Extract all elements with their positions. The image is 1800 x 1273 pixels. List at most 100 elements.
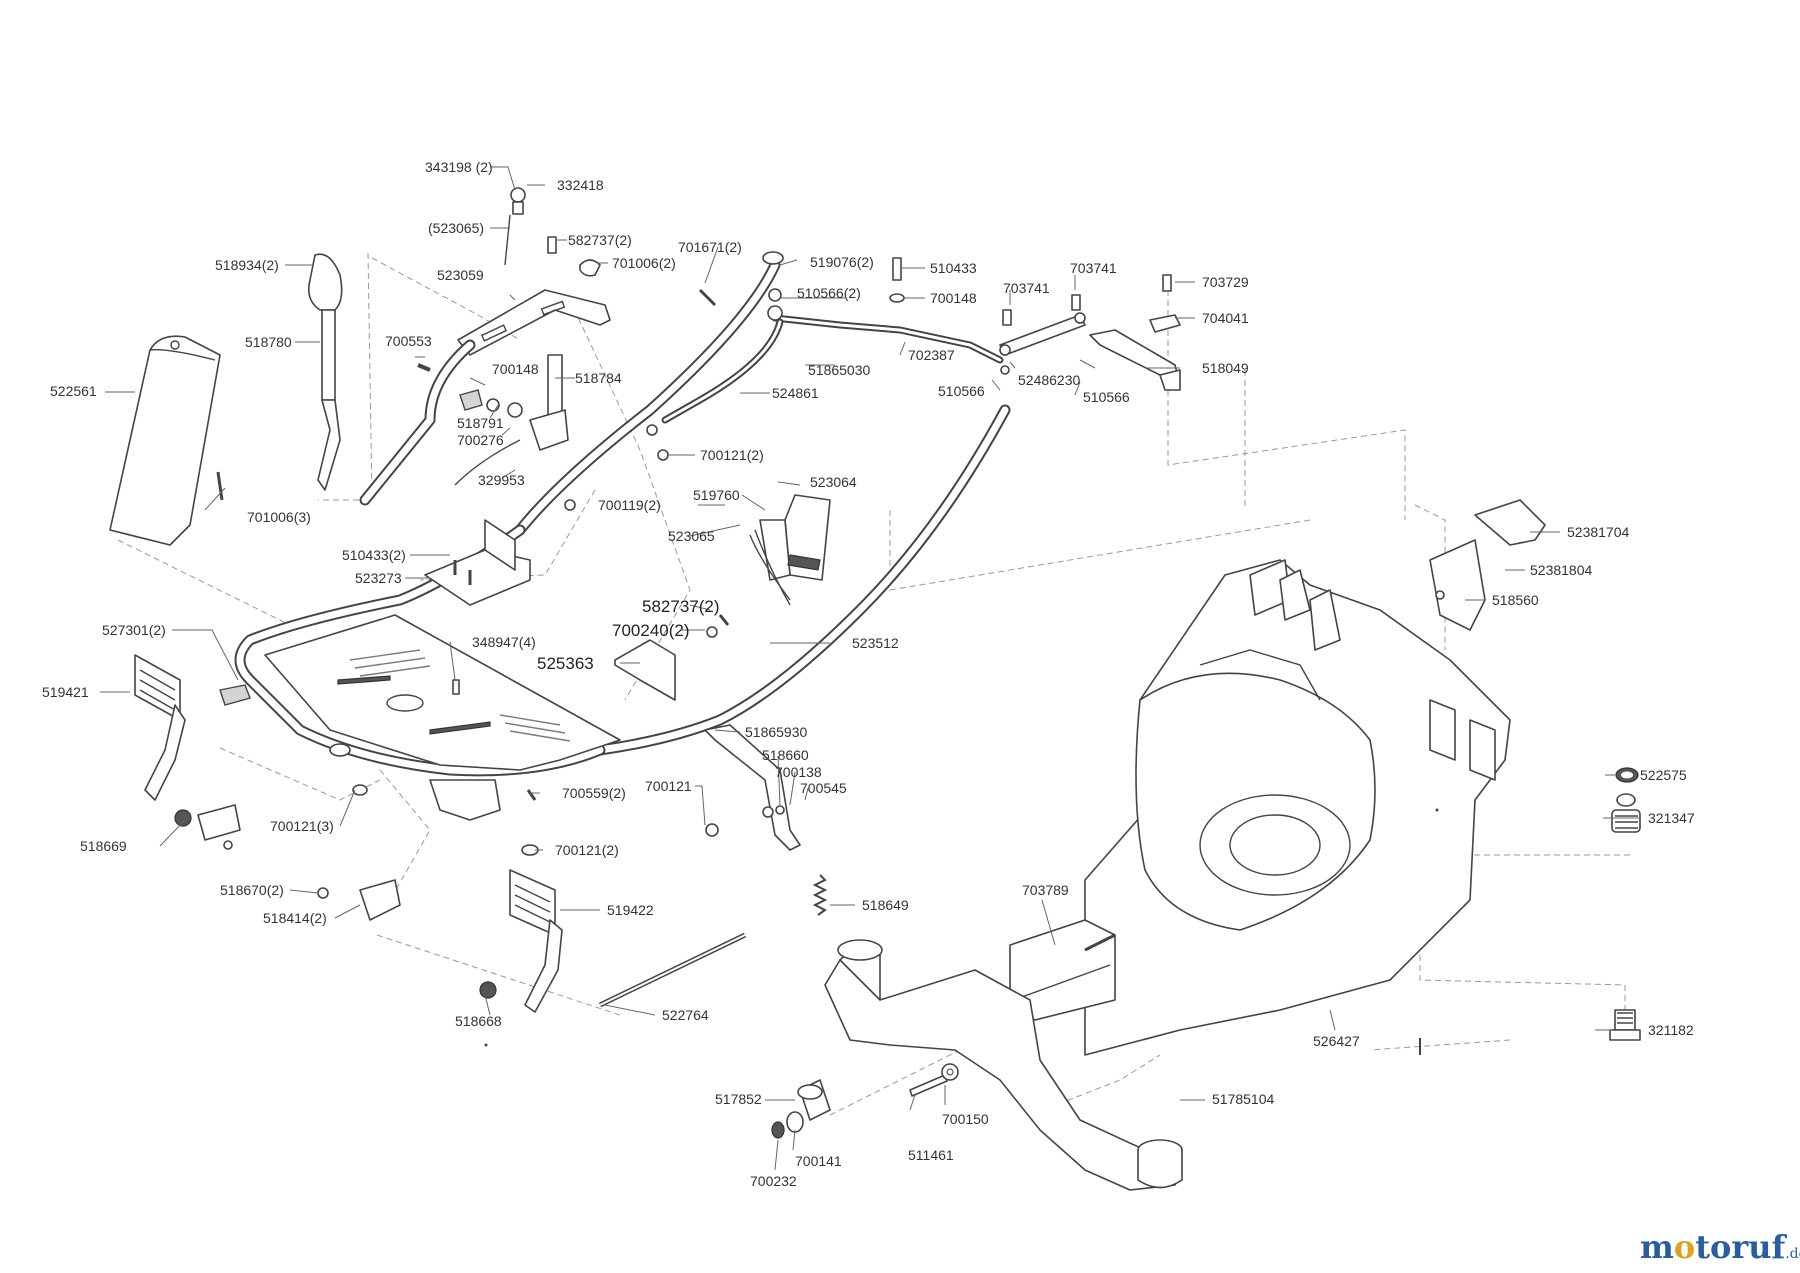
label-332418: 332418	[557, 177, 604, 193]
label-700240: 700240(2)	[612, 621, 690, 640]
label-518668: 518668	[455, 1013, 502, 1029]
label-701671: 701671(2)	[678, 239, 742, 255]
part-523273-bracket	[424, 519, 531, 606]
part-518649-spring	[812, 874, 828, 916]
label-700276: 700276	[457, 432, 504, 448]
label-523064: 523064	[810, 474, 857, 490]
part-517852-bushing	[771, 1079, 831, 1139]
label-524861: 524861	[772, 385, 819, 401]
label-523065-ref: (523065)	[428, 220, 484, 236]
label-522575: 522575	[1640, 767, 1687, 783]
label-510566-a: 510566(2)	[797, 285, 861, 301]
label-519422: 519422	[607, 902, 654, 918]
label-52381704: 52381704	[1567, 524, 1630, 540]
part-52486230-link	[999, 312, 1086, 375]
part-51785104-axle-arm	[824, 939, 1183, 1191]
label-703789: 703789	[1022, 882, 1069, 898]
label-518934: 518934(2)	[215, 257, 279, 273]
part-platform-plate	[264, 614, 621, 821]
label-510566-b: 510566	[938, 383, 985, 399]
part-522561-cover	[109, 335, 221, 546]
label-703741-a: 703741	[1070, 260, 1117, 276]
brand-logo: motoruf.de	[1640, 1228, 1800, 1266]
part-522575-washer	[1615, 767, 1639, 783]
label-519421: 519421	[42, 684, 89, 700]
part-523059-bracket	[359, 289, 611, 506]
label-519760: 519760	[693, 487, 740, 503]
label-518784: 518784	[575, 370, 622, 386]
label-348947: 348947(4)	[472, 634, 536, 650]
label-510433-b: 510433(2)	[342, 547, 406, 563]
label-700138: 700138	[775, 764, 822, 780]
part-518669-bearing	[174, 804, 241, 850]
label-527301: 527301(2)	[102, 622, 166, 638]
part-519421-pedal	[134, 654, 186, 801]
label-700121-c: 700121(3)	[270, 818, 334, 834]
label-700121-b: 700121	[645, 778, 692, 794]
part-526427-deck	[999, 559, 1511, 1056]
label-518660: 518660	[762, 747, 809, 763]
label-321347: 321347	[1648, 810, 1695, 826]
part-522764-rod	[598, 932, 747, 1008]
label-518780: 518780	[245, 334, 292, 350]
part-321347-nut	[1611, 793, 1641, 833]
label-522561: 522561	[50, 383, 97, 399]
label-518414: 518414(2)	[263, 910, 327, 926]
part-519422-pedal	[479, 869, 563, 1013]
label-582737-b: 582737(2)	[642, 597, 720, 616]
label-523065: 523065	[668, 528, 715, 544]
part-321182-bolt	[1609, 1009, 1641, 1041]
part-518049-lever	[1089, 329, 1181, 391]
label-701006: 701006(2)	[612, 255, 676, 271]
label-700559: 700559(2)	[562, 785, 626, 801]
label-700150: 700150	[942, 1111, 989, 1127]
label-700553: 700553	[385, 333, 432, 349]
label-519076: 519076(2)	[810, 254, 874, 270]
label-700545: 700545	[800, 780, 847, 796]
label-52486230: 52486230	[1018, 372, 1081, 388]
label-329953: 329953	[478, 472, 525, 488]
label-523059: 523059	[437, 267, 484, 283]
label-511461: 511461	[908, 1147, 954, 1163]
label-700121-d: 700121(2)	[555, 842, 619, 858]
label-700121-a: 700121(2)	[700, 447, 764, 463]
part-518784-switch	[454, 354, 569, 486]
label-517852: 517852	[715, 1091, 762, 1107]
label-51865930: 51865930	[745, 724, 808, 740]
leader-lines	[100, 166, 1640, 1171]
label-525363: 525363	[537, 654, 594, 673]
label-343198: 343198 (2)	[425, 159, 493, 175]
label-702387: 702387	[908, 347, 955, 363]
label-582737: 582737(2)	[568, 232, 632, 248]
label-703729: 703729	[1202, 274, 1249, 290]
label-523512: 523512	[852, 635, 899, 651]
part-518780-lever	[307, 253, 343, 491]
label-700148-b: 700148	[492, 361, 539, 377]
part-52381704-bracket	[1429, 499, 1546, 631]
label-518649: 518649	[862, 897, 909, 913]
part-518414-bracket	[317, 879, 401, 921]
label-510433: 510433	[930, 260, 977, 276]
label-700232: 700232	[750, 1173, 797, 1189]
label-51865030: 51865030	[808, 362, 871, 378]
label-518670: 518670(2)	[220, 882, 284, 898]
part-525363-bracket	[614, 639, 676, 701]
part-511461-bolt	[909, 1063, 959, 1097]
label-518791: 518791	[457, 415, 504, 431]
label-321182: 321182	[1648, 1022, 1694, 1038]
label-523273: 523273	[355, 570, 402, 586]
label-703741-b: 703741	[1003, 280, 1050, 296]
label-51785104: 51785104	[1212, 1091, 1275, 1107]
label-700119: 700119(2)	[598, 497, 661, 513]
label-510566-c: 510566	[1083, 389, 1130, 405]
label-526427: 526427	[1313, 1033, 1360, 1049]
part-51865930-lever	[704, 724, 801, 851]
label-518049: 518049	[1202, 360, 1249, 376]
label-700148-a: 700148	[930, 290, 977, 306]
label-52381804: 52381804	[1530, 562, 1593, 578]
label-522764: 522764	[662, 1007, 709, 1023]
label-701006-b: 701006(3)	[247, 509, 311, 525]
label-700141: 700141	[795, 1153, 842, 1169]
label-704041: 704041	[1202, 310, 1249, 326]
small-fasteners	[216, 187, 1439, 1055]
